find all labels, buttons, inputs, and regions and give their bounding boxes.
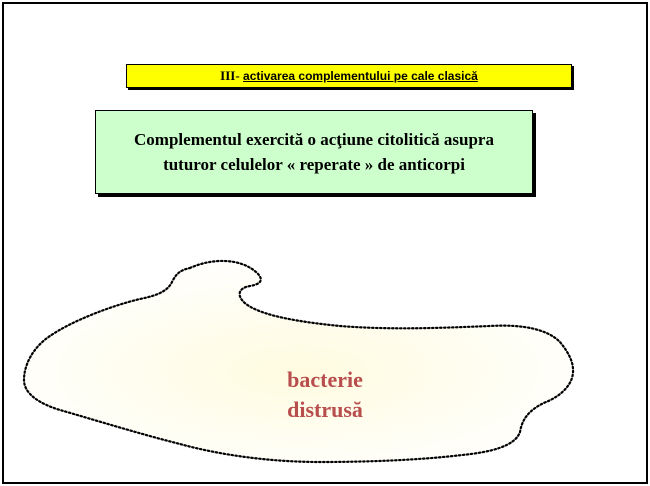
- description-box: Complementul exercită o acţiune citoliti…: [95, 110, 533, 194]
- title-section-number: III-: [220, 68, 240, 83]
- bacterium-label-line2: distrusă: [287, 397, 363, 422]
- title-text: activarea complementului pe cale clasică: [243, 69, 478, 83]
- description-text: Complementul exercită o acţiune citoliti…: [134, 130, 494, 174]
- title-banner: III- activarea complementului pe cale cl…: [126, 64, 572, 88]
- bacterium-label: bacterie distrusă: [250, 365, 400, 425]
- bacterium-label-line1: bacterie: [287, 367, 363, 392]
- bacterium-outline: [22, 259, 575, 464]
